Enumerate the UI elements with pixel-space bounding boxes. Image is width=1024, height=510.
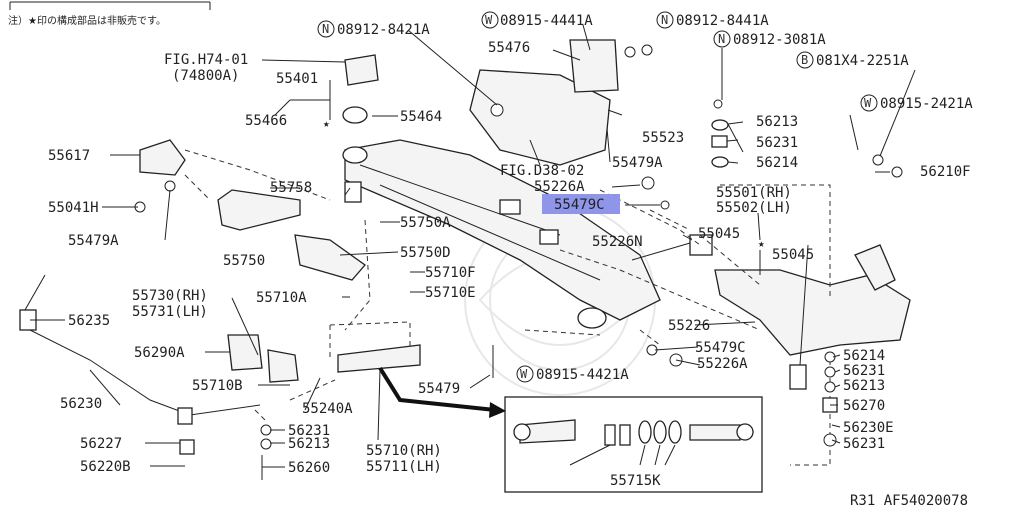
label-55750A: 55750A	[400, 215, 451, 231]
marker-b-081X4-2251A: B	[801, 53, 808, 67]
header-bracket	[9, 1, 211, 10]
label-55464: 55464	[400, 109, 442, 125]
label-55240A: 55240A	[302, 401, 353, 417]
label-55715K: 55715K	[610, 473, 661, 489]
label-55476: 55476	[488, 40, 530, 56]
label-08912-8421A: 08912-8421A	[337, 22, 430, 38]
label-56210F: 56210F	[920, 164, 971, 180]
label-56213-bottom: 56213	[843, 378, 885, 394]
guide-lines	[184, 149, 831, 466]
circled-markers: N W N N B W W	[317, 11, 878, 383]
marker-n-08912-8421A: N	[322, 22, 329, 36]
header-note: 注）★印の構成部品は非販売です。	[8, 14, 166, 27]
label-56260: 56260	[288, 460, 330, 476]
label-55502-lh: 55502(LH)	[716, 200, 792, 216]
label-56220B: 56220B	[80, 459, 131, 475]
detail-arrow	[378, 366, 506, 418]
label-55041H: 55041H	[48, 200, 99, 216]
label-55501-rh: 55501(RH)	[716, 185, 792, 201]
label-56231-left: 56231	[288, 423, 330, 439]
hardware-marks	[134, 44, 903, 480]
label-55711-lh: 55711(LH)	[366, 459, 442, 475]
label-55479A-top: 55479A	[612, 155, 663, 171]
label-08915-4421A: 08915-4421A	[536, 367, 629, 383]
label-fig-h74-01: FIG.H74-01	[164, 52, 248, 68]
label-08915-2421A: 08915-2421A	[880, 96, 973, 112]
highlight-55479C	[542, 194, 620, 214]
marker-w-08915-2421A: W	[864, 96, 872, 110]
label-55758: 55758	[270, 180, 312, 196]
label-56213-top: 56213	[756, 114, 798, 130]
label-56227: 56227	[80, 436, 122, 452]
mount-bracket-55617	[139, 54, 379, 203]
marker-n-08912-8441A: N	[661, 13, 668, 27]
label-55479-lower: 55479	[418, 381, 460, 397]
label-08912-3081A: 08912-3081A	[733, 32, 826, 48]
label-55479A-left: 55479A	[68, 233, 119, 249]
label-55710F: 55710F	[425, 265, 476, 281]
star-mark-55466: ★	[323, 117, 330, 130]
label-56235: 56235	[68, 313, 110, 329]
label-55750: 55750	[223, 253, 265, 269]
star-mark-55045: ★	[758, 237, 765, 250]
label-55479C-lower: 55479C	[695, 340, 746, 356]
toe-rod-55710	[329, 321, 421, 373]
label-56231-top: 56231	[756, 135, 798, 151]
label-56213-left: 56213	[288, 436, 330, 452]
label-55479C-highlight: 55479C	[554, 197, 605, 213]
label-55710B: 55710B	[192, 378, 243, 394]
label-55401: 55401	[276, 71, 318, 87]
label-08915-4441A: 08915-4441A	[500, 13, 593, 29]
label-55710-rh: 55710(RH)	[366, 443, 442, 459]
label-081X4-2251A: 081X4-2251A	[816, 53, 909, 69]
marker-n-08912-3081A: N	[718, 32, 725, 46]
label-55730-rh: 55730(RH)	[132, 288, 208, 304]
label-56230E: 56230E	[843, 420, 894, 436]
label-55710E: 55710E	[425, 285, 476, 301]
differential-housing	[469, 39, 619, 166]
label-56214-top: 56214	[756, 155, 798, 171]
label-55045-left: 55045	[698, 226, 740, 242]
label-55466: 55466	[245, 113, 287, 129]
label-55710A: 55710A	[256, 290, 307, 306]
label-55045-right: 55045	[772, 247, 814, 263]
marker-w-08915-4441A: W	[485, 13, 493, 27]
label-55226A-top: 55226A	[534, 179, 585, 195]
lower-arm-55501	[689, 234, 911, 390]
part-labels: 08912-8421A 08915-4441A 08912-8441A 0891…	[48, 13, 973, 509]
rear-crossmember	[344, 139, 661, 329]
label-55731-lh: 55731(LH)	[132, 304, 208, 320]
figure-code: R31 AF54020078	[850, 493, 968, 509]
bracket-56290A	[227, 334, 299, 383]
label-55226N: 55226N	[592, 234, 643, 250]
label-55226A-lower: 55226A	[697, 356, 748, 372]
label-08912-8441A: 08912-8441A	[676, 13, 769, 29]
kit-box-55715K	[504, 396, 763, 493]
label-55617: 55617	[48, 148, 90, 164]
label-55523: 55523	[642, 130, 684, 146]
stabilizer-bar-56230	[19, 274, 261, 455]
label-56231-right: 56231	[843, 436, 885, 452]
label-56214-bottom: 56214	[843, 348, 885, 364]
label-56270: 56270	[843, 398, 885, 414]
label-56230: 56230	[60, 396, 102, 412]
label-56290A: 56290A	[134, 345, 185, 361]
leader-lines	[30, 24, 916, 468]
label-74800A: (74800A)	[172, 68, 239, 84]
label-55750D: 55750D	[400, 245, 451, 261]
label-56231-bottom: 56231	[843, 363, 885, 379]
label-55226-mid: 55226	[668, 318, 710, 334]
link-arm-55750	[217, 189, 366, 281]
marker-w-08915-4421A: W	[520, 367, 528, 381]
label-fig-d38-02: FIG.D38-02	[500, 163, 584, 179]
